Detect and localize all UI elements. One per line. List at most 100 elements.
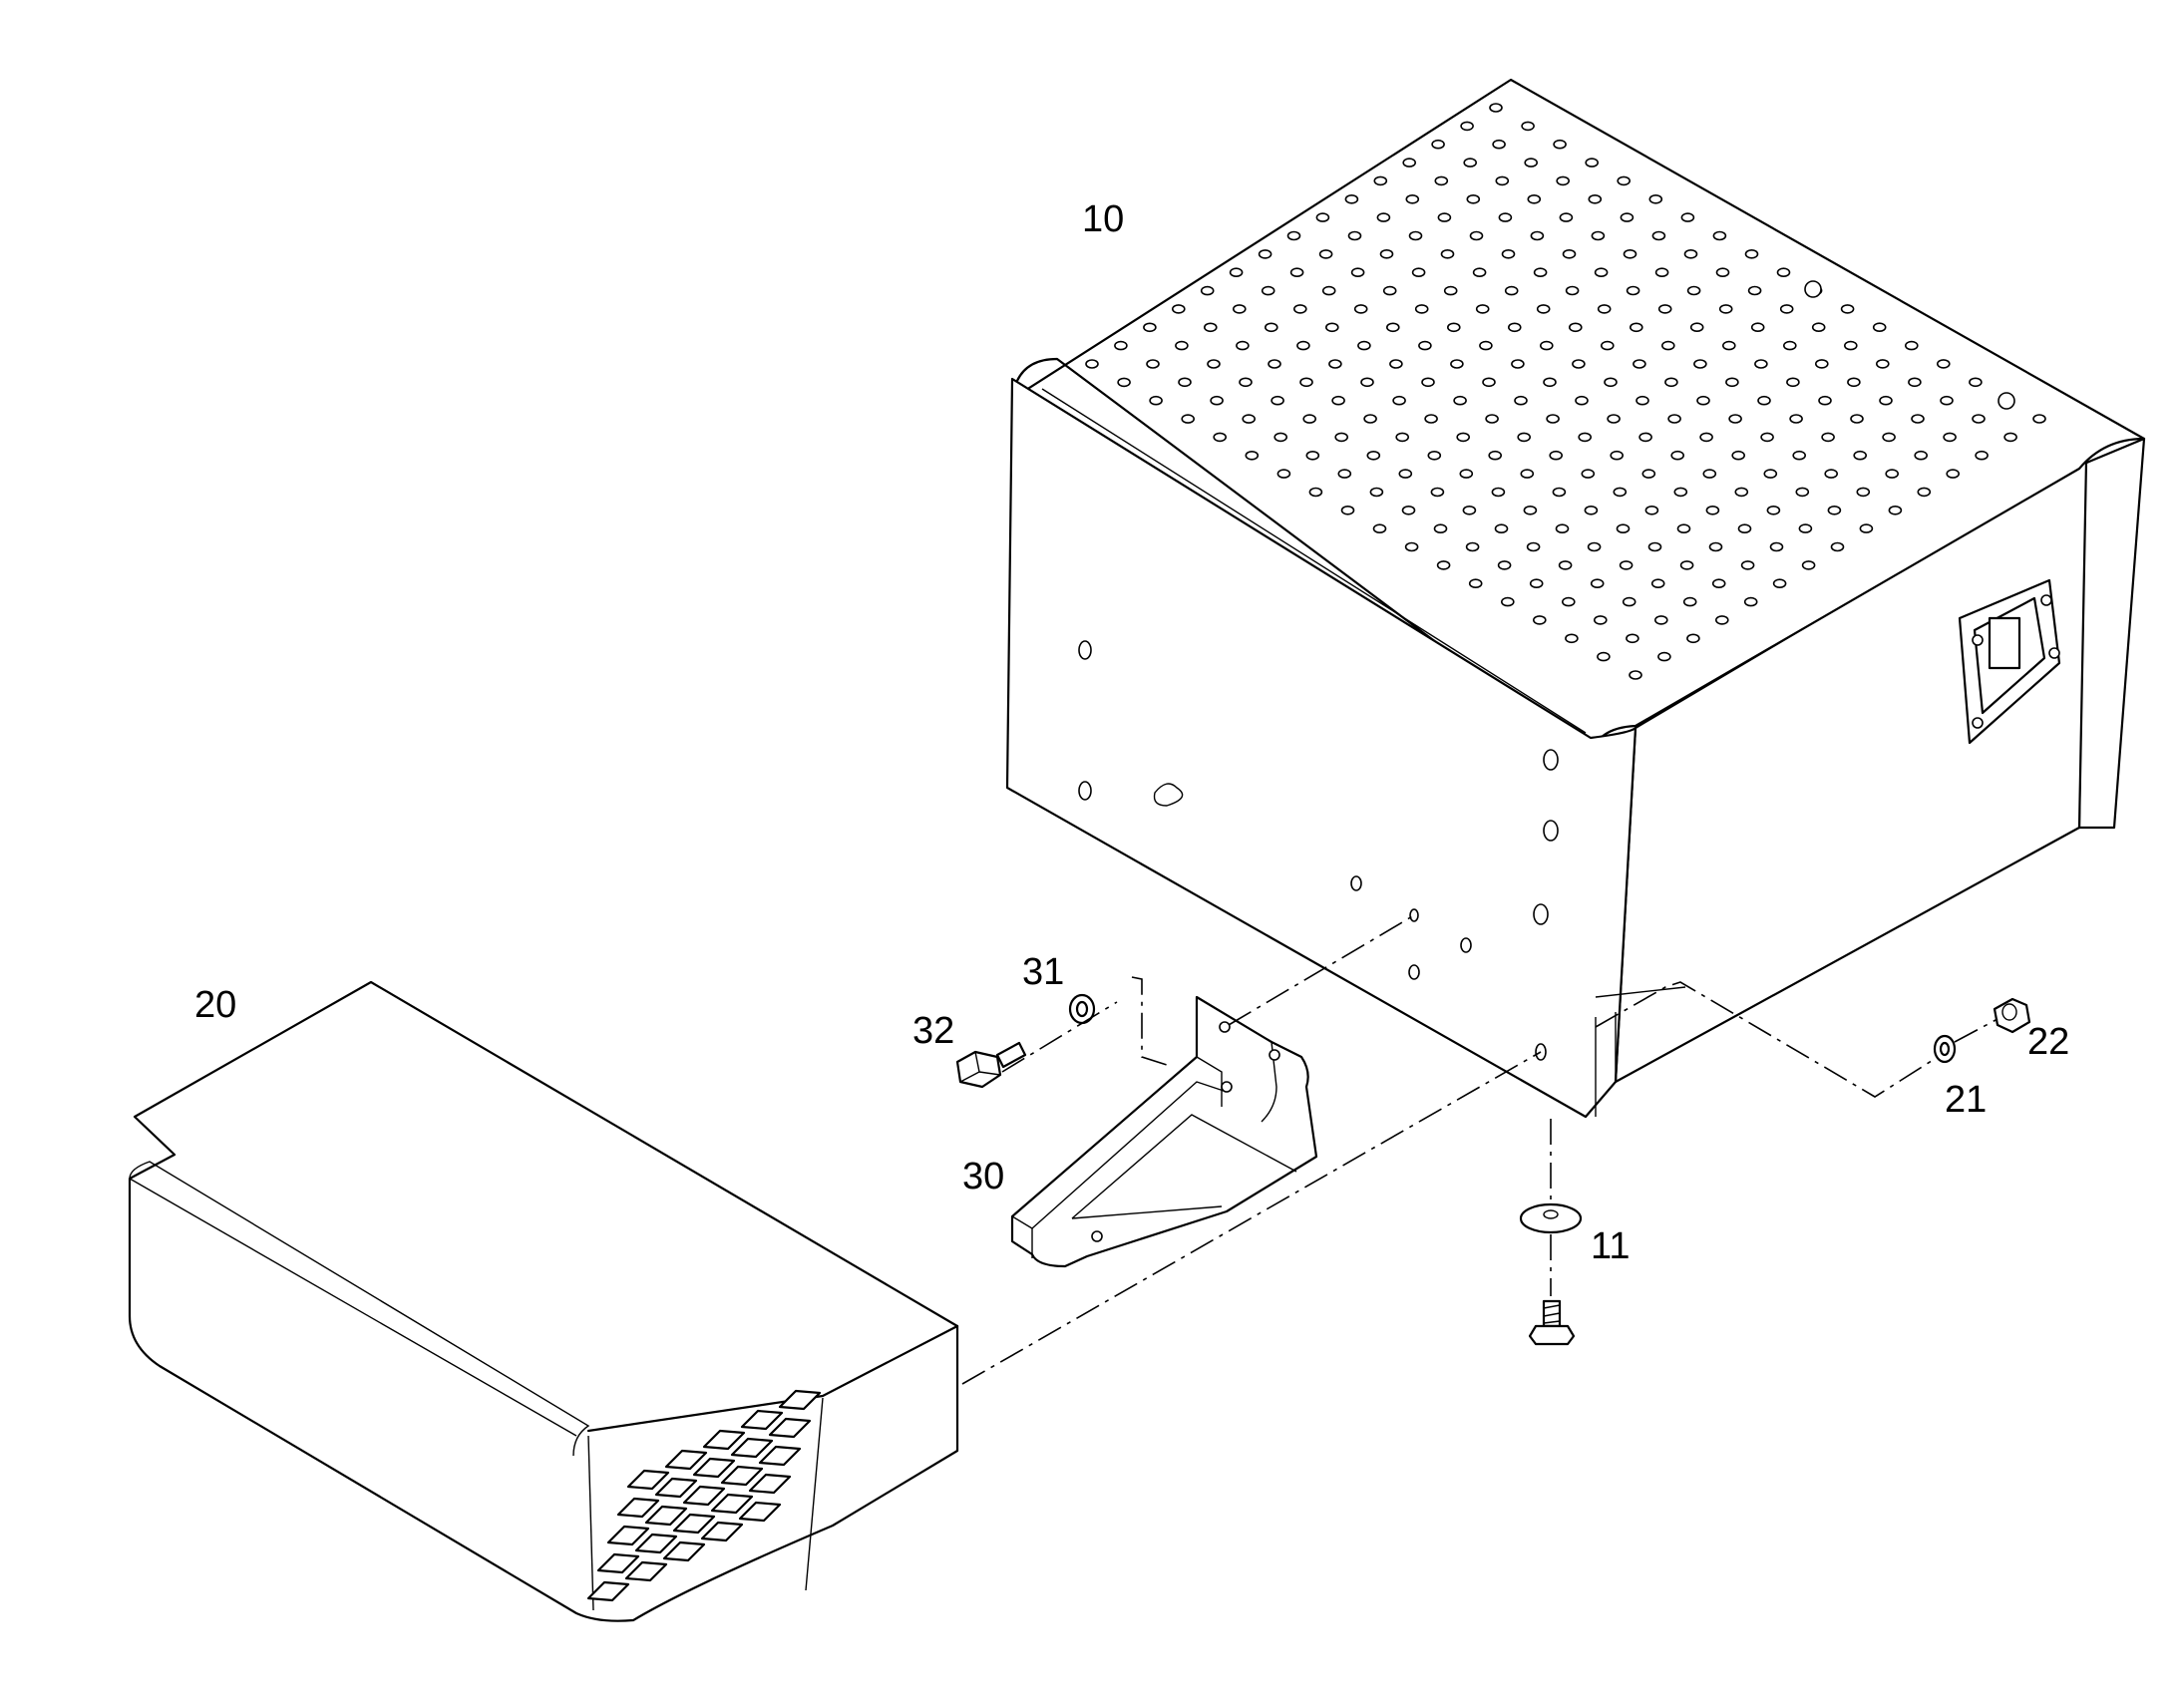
perforation-hole <box>1450 359 1464 369</box>
perforation-hole <box>1734 487 1749 498</box>
perforation-hole <box>1433 523 1448 534</box>
perforation-hole <box>1792 450 1806 461</box>
vent-grille-icon <box>586 1389 822 1602</box>
perforation-hole <box>1213 432 1227 443</box>
perforation-hole <box>1937 359 1951 369</box>
perforation-hole <box>1760 432 1774 443</box>
perforation-hole <box>1501 596 1515 607</box>
grille-slot <box>664 1449 708 1471</box>
perforation-hole <box>1353 304 1368 314</box>
perforation-hole <box>1465 541 1480 552</box>
perforation-hole <box>1569 322 1583 333</box>
perforation-hole <box>1676 523 1691 534</box>
perforation-hole <box>1526 541 1541 552</box>
perforation-hole <box>1350 267 1365 278</box>
perforation-hole <box>1626 285 1640 296</box>
perforation-hole <box>1584 505 1599 515</box>
perforation-hole <box>1366 450 1381 461</box>
cover-part-20 <box>128 980 959 1622</box>
top-perforation-grid <box>1085 103 2046 680</box>
perforation-hole <box>1769 541 1784 552</box>
grille-slot <box>616 1497 660 1519</box>
perforation-hole <box>1242 414 1256 424</box>
perforation-hole <box>1619 560 1634 570</box>
perforation-hole <box>1523 505 1538 515</box>
perforation-hole <box>1597 304 1612 314</box>
perforation-hole <box>1276 469 1291 479</box>
grille-slot <box>596 1552 640 1574</box>
perforation-hole <box>1728 414 1742 424</box>
perforation-hole <box>1590 578 1605 589</box>
grille-slot <box>692 1457 736 1479</box>
perforation-hole <box>1647 541 1662 552</box>
perforation-hole <box>1424 414 1438 424</box>
perforation-hole <box>1623 249 1637 259</box>
grille-slot <box>682 1485 726 1507</box>
perforation-hole <box>1265 322 1278 333</box>
perforation-hole <box>1853 450 1867 461</box>
perforation-hole <box>1558 560 1573 570</box>
perforation-hole <box>1562 249 1577 259</box>
perforation-hole <box>1562 596 1576 607</box>
perforation-hole <box>1379 249 1394 259</box>
perforation-hole <box>1715 267 1730 278</box>
perforation-hole <box>1613 487 1628 498</box>
grille-slot <box>654 1477 698 1499</box>
perforation-hole <box>1754 359 1768 369</box>
perforation-hole <box>1699 432 1713 443</box>
perforation-hole <box>1533 615 1547 625</box>
perforation-hole <box>1651 230 1666 241</box>
top-hole-icon <box>1804 280 1822 298</box>
perforation-hole <box>1594 267 1609 278</box>
perforation-hole <box>1414 304 1429 314</box>
perforation-hole <box>1779 304 1794 314</box>
perforation-hole <box>1456 432 1470 443</box>
perforation-hole <box>1664 377 1678 388</box>
perforation-hole <box>1572 359 1586 369</box>
callout-22: 22 <box>2027 1021 2069 1063</box>
perforation-hole <box>1888 505 1903 515</box>
perforation-hole <box>1650 578 1665 589</box>
perforation-hole <box>1427 450 1442 461</box>
perforation-hole <box>1711 578 1726 589</box>
perforation-hole <box>1905 340 1919 351</box>
perforation-hole <box>1840 304 1855 314</box>
perforation-hole <box>1578 432 1592 443</box>
perforation-hole <box>1328 359 1342 369</box>
perforation-hole <box>1617 175 1631 186</box>
perforation-hole <box>1553 139 1567 150</box>
grille-slot <box>586 1580 630 1602</box>
grille-slot <box>644 1505 688 1527</box>
perforation-hole <box>1305 450 1320 461</box>
perforation-hole <box>1827 505 1842 515</box>
perforation-hole <box>1943 432 1957 443</box>
perforation-hole <box>1844 340 1858 351</box>
perforation-hole <box>1801 560 1816 570</box>
perforation-hole <box>1181 414 1195 424</box>
perforation-hole <box>1811 322 1826 333</box>
perforation-hole <box>1492 139 1506 150</box>
perforation-hole <box>1331 395 1345 406</box>
perforation-hole <box>1556 175 1570 186</box>
perforation-hole <box>1479 340 1493 351</box>
perforation-hole <box>1529 578 1544 589</box>
perforation-hole <box>1546 414 1560 424</box>
perforation-hole <box>1114 340 1128 351</box>
callout-32: 32 <box>912 1010 954 1052</box>
grille-slot <box>710 1493 754 1515</box>
perforation-hole <box>1392 395 1406 406</box>
bolt-32-icon <box>955 1041 1027 1089</box>
housing-part-10 <box>1005 78 2146 1119</box>
perforation-hole <box>1501 249 1516 259</box>
perforation-hole <box>1369 487 1384 498</box>
perforation-hole <box>1239 377 1253 388</box>
perforation-hole <box>2003 432 2017 443</box>
perforation-hole <box>1485 414 1499 424</box>
perforation-hole <box>1344 194 1359 204</box>
perforation-hole <box>1708 541 1723 552</box>
perforation-hole <box>1607 414 1621 424</box>
perforation-hole <box>1630 322 1643 333</box>
perforation-hole <box>1798 523 1813 533</box>
perforation-hole <box>1591 230 1606 241</box>
perforation-hole <box>1673 487 1688 498</box>
